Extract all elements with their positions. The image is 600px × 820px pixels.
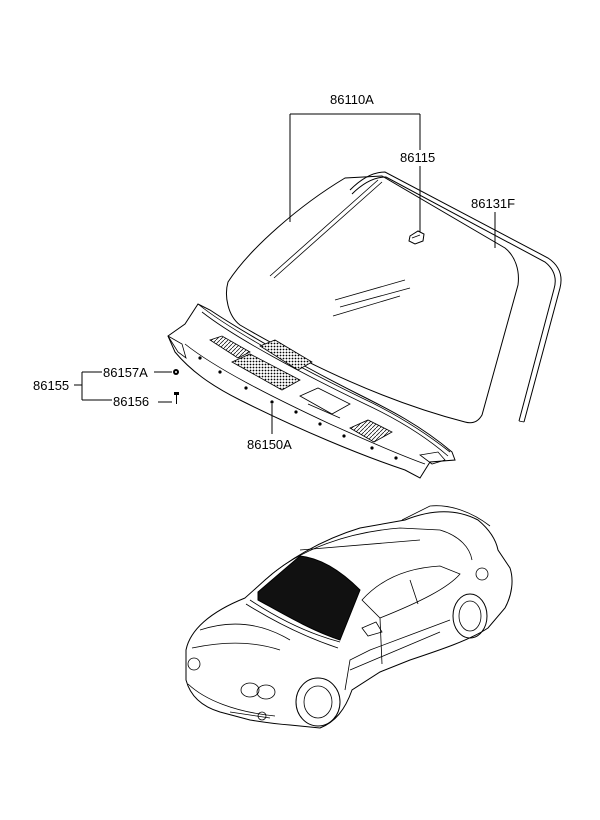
label-clip: 86157A: [103, 365, 148, 380]
screw-icon: [174, 392, 179, 404]
label-screw: 86156: [113, 394, 149, 409]
cowl-panel-icon: [167, 303, 456, 479]
windshield-glass-icon: [226, 175, 519, 424]
label-windshield: 86110A: [330, 92, 374, 107]
mirror-bracket-icon: [408, 230, 425, 245]
clip-icon: [173, 369, 179, 375]
label-mirror-bracket: 86115: [400, 150, 435, 165]
leader-lines: [74, 113, 496, 434]
moulding-strip-icon: [349, 171, 562, 423]
label-cowl-panel: 86150A: [247, 437, 292, 452]
coupe-car-icon: [185, 505, 513, 729]
label-moulding: 86131F: [471, 196, 515, 211]
label-cowl-kit: 86155: [33, 378, 69, 393]
